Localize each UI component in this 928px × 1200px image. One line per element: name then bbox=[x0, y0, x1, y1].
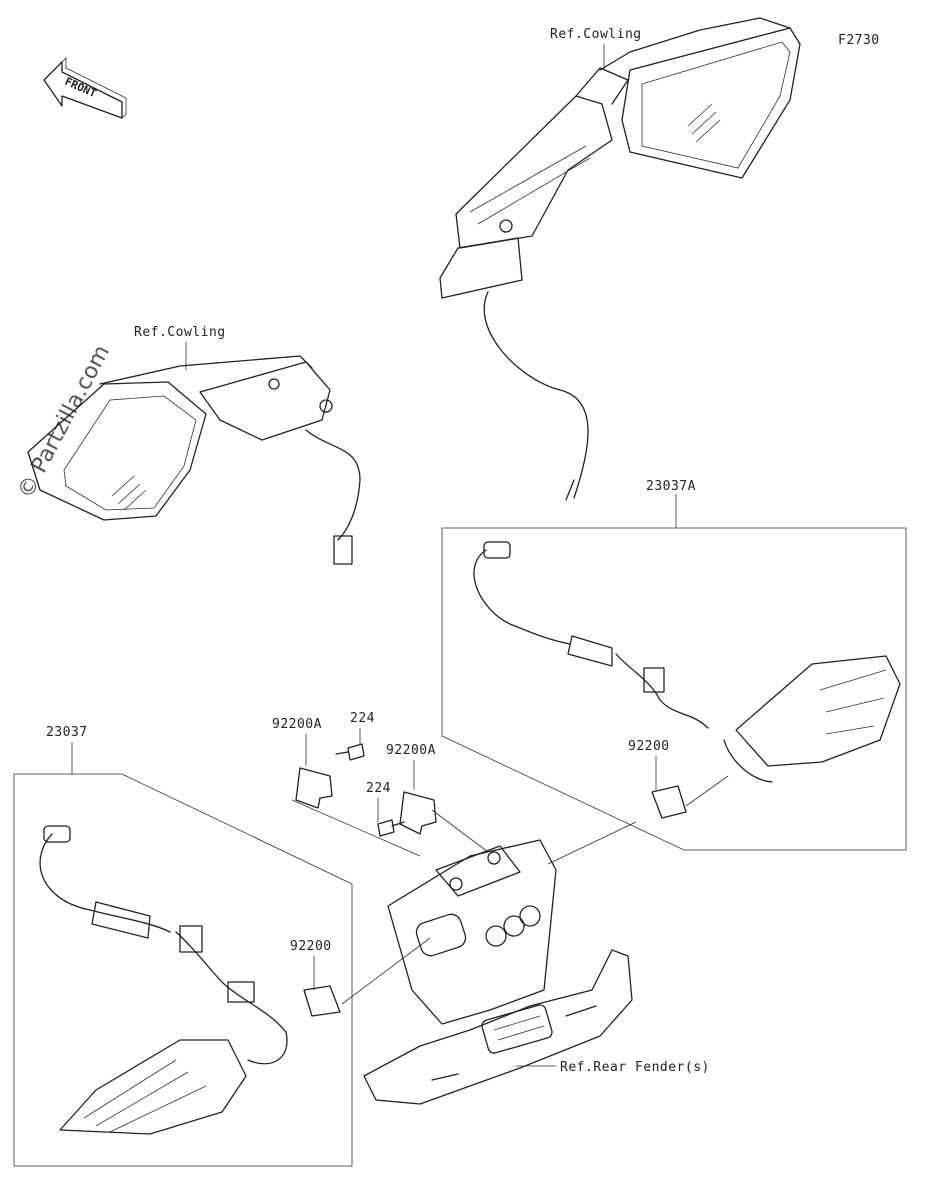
ref-cowling-upper-label: Ref.Cowling bbox=[550, 27, 642, 42]
left-mirror bbox=[27, 355, 361, 565]
part-92200a-1-label: 92200A bbox=[272, 717, 322, 732]
part-92200-right-label: 92200 bbox=[628, 739, 670, 754]
part-92200a-2-label: 92200A bbox=[386, 743, 436, 758]
part-23037a-label: 23037A bbox=[646, 479, 696, 494]
part-224-1-label: 224 bbox=[350, 711, 375, 726]
figure-code: F2730 bbox=[838, 33, 880, 48]
license-plate-bracket bbox=[363, 839, 633, 1105]
watermark: © Partzilla.com bbox=[13, 341, 115, 503]
bolt-224-1 bbox=[335, 743, 365, 761]
ref-cowling-left-label: Ref.Cowling bbox=[134, 325, 226, 340]
part-224-2-label: 224 bbox=[366, 781, 391, 796]
right-washer-92200 bbox=[651, 785, 687, 819]
left-washer-92200 bbox=[303, 985, 341, 1017]
part-92200-left-label: 92200 bbox=[290, 939, 332, 954]
bracket-92200a-1 bbox=[295, 767, 333, 809]
part-23037-label: 23037 bbox=[46, 725, 88, 740]
ref-rear-fender-label: Ref.Rear Fender(s) bbox=[560, 1060, 710, 1075]
front-arrow-icon: FRONT bbox=[43, 57, 127, 119]
left-turn-signal bbox=[39, 825, 288, 1135]
right-mirror bbox=[439, 17, 801, 501]
bolt-224-2 bbox=[377, 819, 405, 837]
right-turn-signal bbox=[473, 541, 901, 783]
front-label: FRONT bbox=[63, 75, 99, 100]
bracket-92200a-2 bbox=[399, 791, 437, 835]
